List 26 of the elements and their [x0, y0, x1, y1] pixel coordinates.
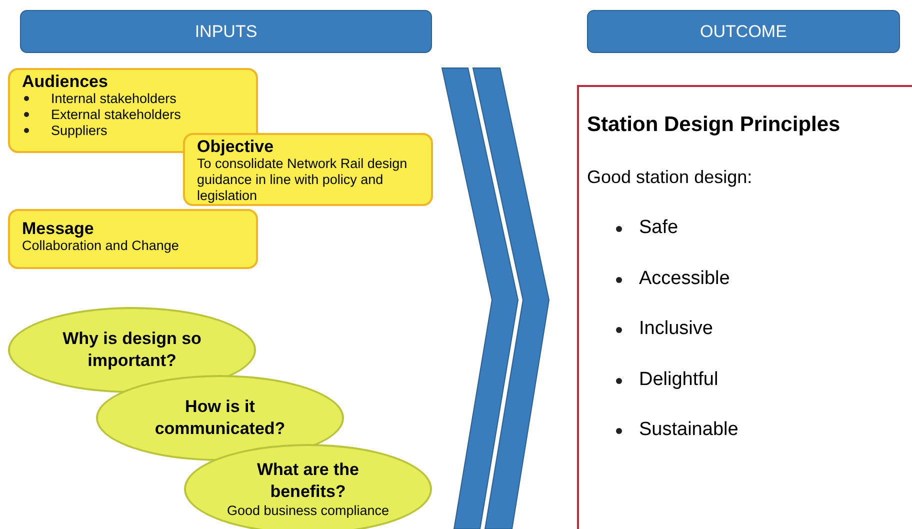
card-text: Collaboration and Change — [22, 238, 180, 254]
bullet-text: Inclusive — [639, 318, 713, 340]
card-heading: Audiences — [22, 72, 109, 91]
question-text: What are the benefits? — [256, 459, 360, 503]
header-bar — [587, 10, 900, 53]
bullet-text: Safe — [639, 217, 678, 239]
answer-text: Good business compliance — [226, 503, 390, 519]
outcome-panel — [577, 85, 912, 529]
input-card — [183, 133, 433, 206]
bullet-text: Internal stakeholders — [51, 91, 176, 107]
bullet-text: Accessible — [639, 268, 730, 290]
bullet-text: Sustainable — [639, 419, 738, 441]
header-bar — [20, 10, 432, 53]
bullet-text: External stakeholders — [51, 107, 181, 123]
card-heading: Objective — [197, 137, 275, 156]
header-text: OUTCOME — [700, 22, 787, 42]
card-heading: Message — [22, 219, 95, 238]
question-text: How is it communicated? — [154, 396, 286, 440]
panel-text: Good station design: — [587, 167, 752, 188]
input-card — [8, 209, 258, 269]
bullet-text: Delightful — [639, 368, 718, 390]
card-text: To consolidate Network Rail design guidance in line with policy and legislation — [197, 156, 408, 204]
header-text: INPUTS — [194, 22, 258, 42]
bullet-text: Suppliers — [51, 123, 108, 139]
panel-heading: Station Design Principles — [587, 113, 840, 137]
question-text: Why is design so important? — [62, 328, 202, 372]
